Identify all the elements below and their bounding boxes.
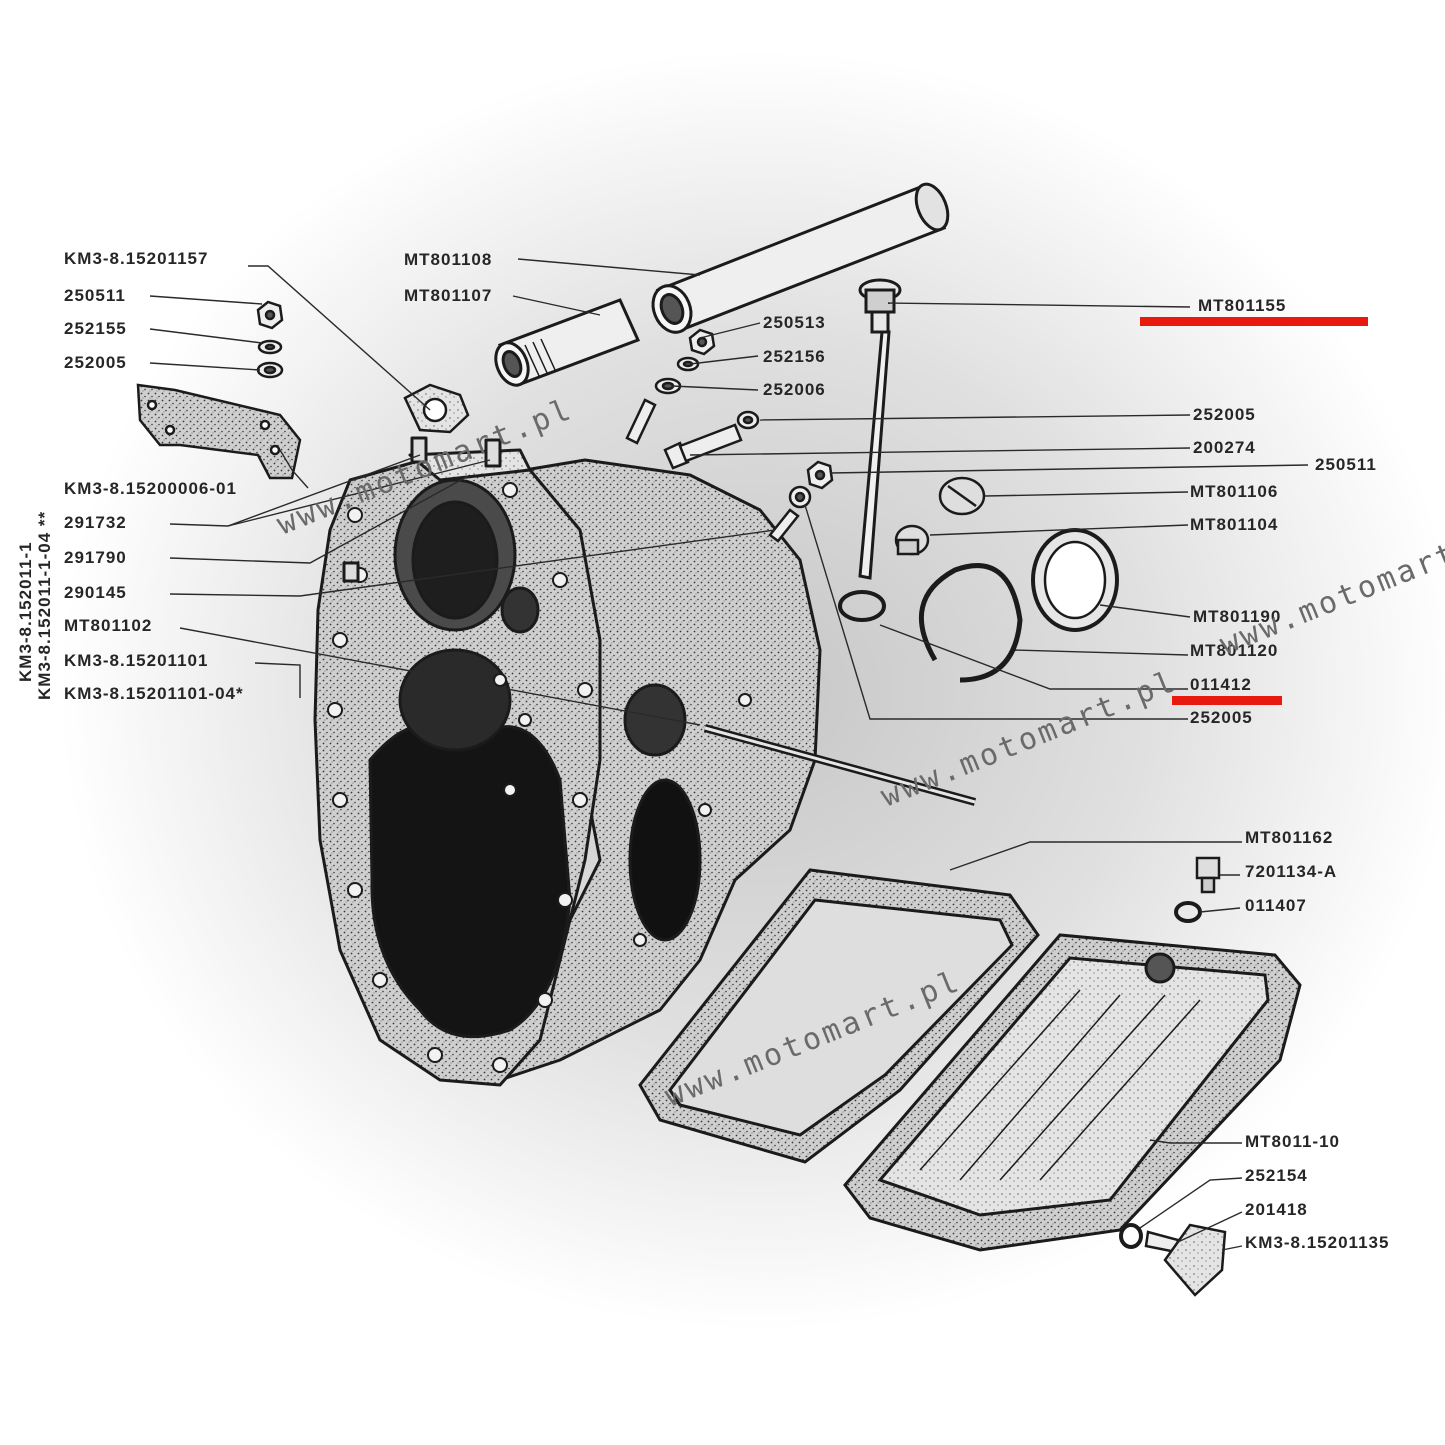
label-mt801107: MT801107 bbox=[404, 286, 493, 305]
label-252006: 252006 bbox=[763, 380, 826, 399]
oil-pan bbox=[843, 933, 1302, 1252]
label-km3-15201135: KM3-8.15201135 bbox=[1245, 1233, 1390, 1252]
leader-lines bbox=[149, 258, 1309, 1251]
tube-mt801108 bbox=[651, 182, 950, 334]
gearbox-housing bbox=[313, 436, 822, 1087]
label-vertical-km3-152011-1-04: KM3-8.152011-1-04 ** bbox=[35, 510, 54, 700]
label-mt801162: MT801162 bbox=[1245, 828, 1334, 847]
label-km3-15201101-04: KM3-8.15201101-04* bbox=[64, 684, 244, 703]
label-252155: 252155 bbox=[64, 319, 127, 338]
label-252156: 252156 bbox=[763, 347, 826, 366]
label-km3-15201157: KM3-8.15201157 bbox=[64, 249, 209, 268]
label-250511-left: 250511 bbox=[64, 286, 126, 305]
label-mt801155: MT801155 bbox=[1198, 296, 1287, 315]
label-252005-left: 252005 bbox=[64, 353, 127, 372]
label-011412: 011412 bbox=[1190, 675, 1252, 694]
label-mt801102: MT801102 bbox=[64, 616, 153, 635]
oil-pan-gasket bbox=[638, 868, 1040, 1164]
label-mt801108: MT801108 bbox=[404, 250, 493, 269]
label-mt801190: MT801190 bbox=[1193, 607, 1282, 626]
label-250511-right: 250511 bbox=[1315, 455, 1377, 474]
label-290145: 290145 bbox=[64, 583, 127, 602]
label-201418: 201418 bbox=[1245, 1200, 1308, 1219]
label-mt801106: MT801106 bbox=[1190, 482, 1279, 501]
label-291790: 291790 bbox=[64, 548, 127, 567]
tube-mt801107 bbox=[494, 298, 641, 387]
label-252154: 252154 bbox=[1245, 1166, 1308, 1185]
label-mt801120: MT801120 bbox=[1190, 641, 1279, 660]
label-mt801104: MT801104 bbox=[1190, 515, 1279, 534]
label-252005-right-2: 252005 bbox=[1190, 708, 1253, 727]
label-011407: 011407 bbox=[1245, 896, 1307, 915]
label-vertical-km3-152011-1: KM3-8.152011-1 bbox=[16, 541, 35, 682]
label-250513: 250513 bbox=[763, 313, 826, 332]
label-7201134-a: 7201134-A bbox=[1245, 862, 1338, 881]
label-291732: 291732 bbox=[64, 513, 127, 532]
label-km3-15200006: KM3-8.15200006-01 bbox=[64, 479, 237, 498]
small-hardware bbox=[136, 300, 1227, 1297]
highlight-011412 bbox=[1172, 696, 1282, 705]
dipstick-mt801155 bbox=[858, 278, 902, 580]
label-200274: 200274 bbox=[1193, 438, 1256, 457]
highlight-mt801155 bbox=[1140, 317, 1368, 326]
label-km3-15201101: KM3-8.15201101 bbox=[64, 651, 209, 670]
label-252005-right-1: 252005 bbox=[1193, 405, 1256, 424]
label-mt8011-10: MT8011-10 bbox=[1245, 1132, 1340, 1151]
